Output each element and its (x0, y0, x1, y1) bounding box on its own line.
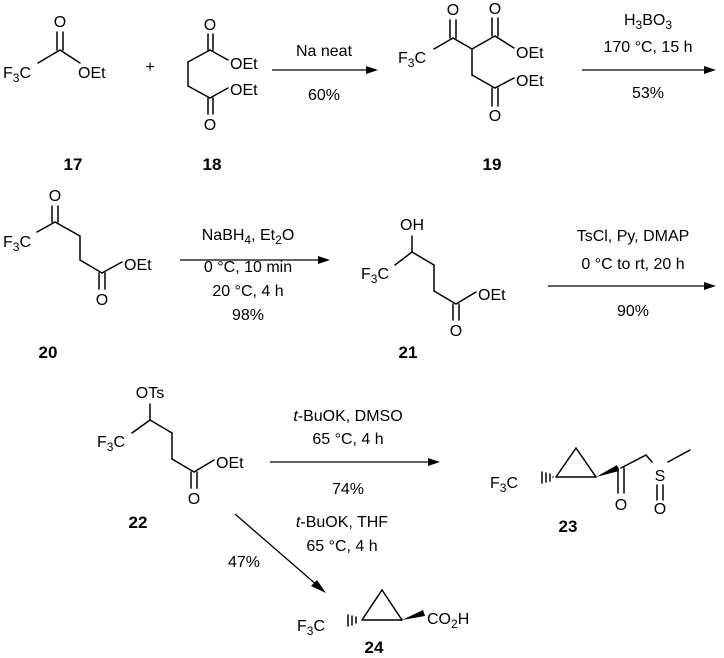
r5-conditions: 65 °C, 4 h (312, 431, 383, 448)
compound-17-structure: O F3C OEt (3, 14, 106, 85)
compound-22-structure: OTs F3C OEt O (97, 385, 244, 508)
compound-23-structure: F3C S O O (490, 447, 691, 518)
r6-yield: 47% (228, 554, 260, 571)
compound-20-structure: O F3C OEt O (3, 188, 152, 309)
compound-number-18: 18 (203, 155, 222, 174)
label-21-oet: OEt (478, 287, 506, 304)
r4-reagent: TsCl, Py, DMAP (577, 228, 690, 245)
plus-sign: + (145, 59, 154, 76)
reaction-arrow-1 (272, 66, 378, 74)
label-19-o2: O (489, 1, 501, 18)
label-19-oet2: OEt (516, 73, 544, 90)
r4-yield: 90% (617, 303, 649, 320)
label-20-cf3: F3C (3, 234, 31, 254)
reaction-arrow-3 (180, 256, 330, 264)
r3-conditions-1: 0 °C, 10 min (204, 259, 292, 276)
reaction-arrow-5 (270, 458, 440, 466)
label-21-oh: OH (400, 217, 424, 234)
label-22-oet: OEt (216, 455, 244, 472)
r1-reagent: Na neat (296, 43, 353, 60)
r5-reagent: t-BuOK, DMSO (293, 408, 402, 425)
compound-number-23: 23 (559, 517, 578, 536)
label-22-o: O (188, 491, 200, 508)
label-24-cf3: F3C (297, 618, 325, 638)
reaction-arrow-2 (582, 66, 716, 74)
label-18-o1: O (204, 17, 216, 34)
r2-yield: 53% (632, 85, 664, 102)
r2-reagent: H3BO3 (624, 12, 672, 32)
label-18-oet2: OEt (230, 82, 258, 99)
compound-number-19: 19 (483, 155, 502, 174)
label-22-ots: OTs (136, 385, 164, 402)
label-22-cf3: F3C (97, 434, 125, 454)
label-23-o1: O (615, 497, 627, 514)
compound-number-22: 22 (129, 513, 148, 532)
compound-number-17: 17 (64, 155, 83, 174)
label-17-oet: OEt (78, 65, 106, 82)
label-21-o: O (450, 323, 462, 340)
compound-21-structure: OH F3C OEt O (361, 217, 506, 340)
label-23-s: S (655, 468, 666, 485)
reaction-arrow-4 (548, 282, 716, 290)
r5-yield: 74% (332, 481, 364, 498)
label-23-o2: O (654, 501, 666, 518)
label-20-o2: O (96, 292, 108, 309)
label-19-o3: O (489, 108, 501, 125)
label-18-o2: O (204, 117, 216, 134)
label-19-oet1: OEt (516, 45, 544, 62)
compound-24-structure: F3C CO2H (297, 589, 469, 638)
label-19-cf3: F3C (398, 50, 426, 70)
label-19-o1: O (447, 2, 459, 19)
label-17-cf3: F3C (3, 65, 31, 85)
label-17-o: O (54, 14, 66, 31)
r4-conditions: 0 °C to rt, 20 h (581, 256, 684, 273)
r3-reagent: NaBH4, Et2O (202, 227, 295, 247)
label-24-co2h: CO2H (427, 611, 469, 631)
compound-number-20: 20 (39, 343, 58, 362)
label-18-oet1: OEt (230, 56, 258, 73)
compound-19-structure: O O F3C OEt OEt O (398, 1, 544, 125)
r3-yield: 98% (232, 307, 264, 324)
r3-conditions-2: 20 °C, 4 h (212, 283, 283, 300)
compound-number-24: 24 (365, 638, 384, 657)
compound-18-structure: O OEt OEt O (187, 17, 258, 134)
label-21-cf3: F3C (361, 266, 389, 286)
reaction-arrow-6 (234, 513, 326, 593)
r1-yield: 60% (308, 87, 340, 104)
r2-conditions: 170 °C, 15 h (603, 39, 692, 56)
label-20-oet: OEt (124, 257, 152, 274)
r6-conditions: 65 °C, 4 h (306, 538, 377, 555)
compound-number-21: 21 (399, 343, 418, 362)
r6-reagent: t-BuOK, THF (296, 514, 388, 531)
label-23-cf3: F3C (490, 475, 518, 495)
label-20-o1: O (49, 188, 61, 205)
